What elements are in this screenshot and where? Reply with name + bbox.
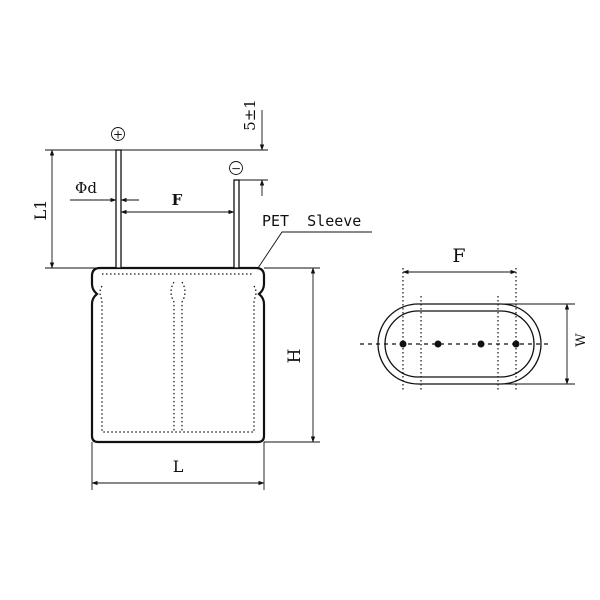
- height-label: H: [285, 349, 305, 364]
- length-dimension: L: [91, 442, 265, 490]
- lead-hole: [434, 340, 442, 348]
- positive-symbol: +: [113, 128, 123, 142]
- lead-hole: [512, 340, 520, 348]
- capacitor-body: [90, 266, 266, 444]
- positive-lead: [115, 149, 122, 269]
- length-label: L: [173, 457, 184, 476]
- lead-diameter-label: Φd: [75, 179, 97, 197]
- lead-offset-dimension: 5±1: [121, 99, 268, 196]
- width-dimension: W: [500, 303, 589, 385]
- bottom-spacing-dimension: F: [402, 245, 517, 275]
- height-dimension: H: [264, 267, 320, 443]
- lead-spacing-dimension: F: [120, 191, 235, 215]
- lead-diameter-dimension: Φd: [70, 179, 139, 203]
- lead-length-label: L1: [31, 200, 50, 221]
- bottom-spacing-label: F: [452, 245, 465, 267]
- sleeve-callout: PET Sleeve: [257, 212, 372, 269]
- lead-hole: [399, 340, 407, 348]
- lead-hole: [477, 340, 485, 348]
- width-label: W: [574, 333, 589, 347]
- positive-symbol-circle: [111, 127, 125, 141]
- negative-lead: [233, 179, 240, 269]
- lead-spacing-label: F: [172, 191, 183, 209]
- negative-symbol: −: [231, 162, 241, 176]
- bottom-view: F W: [360, 245, 589, 392]
- negative-symbol-circle: [229, 161, 243, 175]
- side-view: + − 5±1 L1 Φd F: [31, 99, 372, 490]
- lead-length-dimension: L1: [31, 149, 116, 269]
- sleeve-label: PET Sleeve: [262, 212, 361, 230]
- lead-offset-label: 5±1: [241, 99, 259, 131]
